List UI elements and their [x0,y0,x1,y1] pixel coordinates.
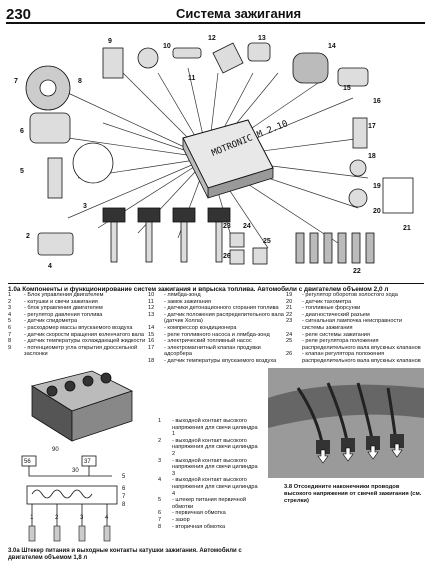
pin-label: 8 [122,502,126,508]
legend-item: 4- регулятор давления топлива [8,311,103,318]
pin-label: 37 [84,459,91,465]
pin-label: 3 [80,515,84,521]
callout-label: 23 [223,223,231,230]
ignition-components-diagram: MOTRONIC M 2.10 7 8 9 10 [14,35,414,275]
callout-label: 19 [373,183,381,190]
engine-photo [268,368,424,478]
legend-item: 21- топливные форсунки [286,305,361,312]
callout-label: 13 [258,35,266,42]
injectors [295,232,375,264]
callout-label: 17 [368,123,376,130]
legend-item: 5- штекер питания первичной обмотки [158,497,246,510]
pin-label: 6 [122,486,126,492]
legend-item: 26- клапан регулятора положения распреде… [286,351,421,364]
callout-label: 4 [48,263,52,270]
callout-label: 26 [223,253,231,260]
legend-item: 6- расходомер массы впускаемого воздуха [8,324,133,331]
legend-item: 11- замок зажигания [148,298,211,305]
legend-item: 7- датчик скорости вращения коленчатого … [8,331,145,338]
legend-item: 1- выходной контакт высокого напряжения … [158,418,258,438]
callout-label: 18 [368,153,376,160]
callout-label: 15 [343,85,351,92]
legend-item: 8- датчик температуры охлаждающей жидкос… [8,338,146,345]
legend-item: 16- электрический топливный насос [148,338,252,345]
callout-label: 10 [163,43,171,50]
callout-label: 24 [243,223,251,230]
legend-item: 13- датчик положения распределительного … [148,311,284,325]
callout-label: 11 [188,75,196,82]
figure-1-caption: 1.0а Компоненты и функционирование систе… [8,283,424,293]
page-title: Система зажигания [176,6,302,21]
pin-label: 4 [105,515,109,521]
coil-plugs [102,207,231,263]
legend-column-2: 10- лямбда-зонд 11- замок зажигания 12- … [148,292,284,365]
callout-label: 14 [328,43,336,50]
legend-item: 25- реле регулятора положения распредели… [286,338,421,351]
legend-item: 17- электромагнитный клапан продувки адс… [148,344,261,358]
legend-item: 14- компрессор кондиционера [148,324,237,331]
coil-connector-diagram: 56 90 37 30 1 2 3 4 5 6 7 8 [21,370,134,542]
legend-item: 3- блок управления двигателем [8,305,103,312]
legend-item: 20- датчик тахометра [286,298,352,305]
callout-label: 21 [403,225,411,232]
callout-label: 6 [20,128,24,135]
legend-column-1: 1- Блок управления двигателем 2- катушки… [8,292,148,358]
pin-label: 5 [122,474,126,480]
legend-item: 6- первичная обмотка [158,510,226,517]
callout-label: 5 [20,168,24,175]
pin-label: 90 [52,447,59,453]
legend-item: 4- выходной контакт высокого напряжения … [158,477,258,497]
callout-label: 3 [83,203,87,210]
legend-item: 10- лямбда-зонд [148,292,201,298]
pin-label: 30 [72,468,79,474]
legend-item: 1- Блок управления двигателем [8,292,104,298]
callout-label: 12 [208,35,216,42]
callout-label: 7 [14,78,18,85]
legend-column-3: 19- регулятор оборотов холостого хода 20… [286,292,424,365]
legend-item: 9- потенциометр угла открытия дроссельно… [8,344,138,358]
callout-label: 25 [263,238,271,245]
pin-label: 2 [55,515,59,521]
ecu-unit: MOTRONIC M 2.10 [182,119,289,199]
page-number: 230 [6,6,32,23]
legend-item: 2- катушки и свечи зажигания [8,298,98,305]
callout-label: 9 [108,38,112,45]
callout-label: 2 [26,233,30,240]
callout-label: 20 [373,208,381,215]
legend-item: 24- реле системы зажигания [286,331,370,338]
legend-item: 12- датчики детонационного сгорания топл… [148,305,279,312]
figure-2-legend: 1- выходной контакт высокого напряжения … [158,418,262,530]
callout-label: 8 [78,78,82,85]
legend-item: 23- сигнальная лампочка неисправности си… [286,318,402,331]
callout-label: 22 [353,268,361,275]
pin-label: 7 [122,494,126,500]
legend-item: 5- датчик спидометра [8,318,78,325]
figure-2-caption: 3.0а Штекер питания и выходные контакты … [8,548,242,561]
legend-item: 19- регулятор оборотов холостого хода [286,292,398,298]
pin-label: 56 [24,459,31,465]
pin-label: 1 [30,515,34,521]
diagram-callouts: 7 8 9 10 11 12 13 14 15 16 17 18 19 20 2… [14,35,411,275]
page-header: 230 Система зажигания [6,6,425,24]
legend-item: 15- реле топливного насоса и лямбда-зонд [148,331,270,338]
figure-3-caption: 3.8 Отсоедините наконечники проводов выс… [284,484,422,504]
legend-item: 18- датчик температуры впускаемого возду… [148,357,277,364]
legend-item: 22- диагностический разъем [286,311,370,318]
legend-item: 2- выходной контакт высокого напряжения … [158,437,258,457]
callout-label: 16 [373,98,381,105]
legend-item: 8- вторичная обмотка [158,523,226,530]
legend-item: 7- зазор [158,516,190,523]
legend-item: 3- выходной контакт высокого напряжения … [158,457,258,477]
